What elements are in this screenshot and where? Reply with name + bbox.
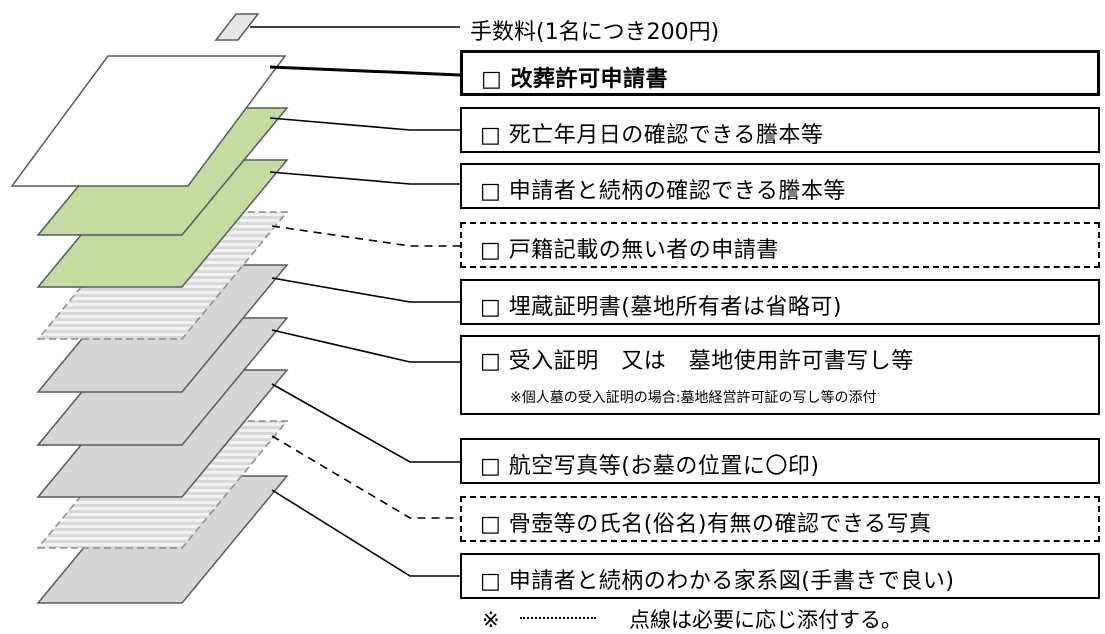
checklist-item-label: □ 埋蔵証明書(墓地所有者は省略可) — [480, 295, 842, 320]
footnote-text: 点線は必要に応じ添付する。 — [628, 608, 902, 632]
leader-line — [271, 435, 460, 519]
checklist-item: □ 骨壺等の氏名(俗名)有無の確認できる写真 — [460, 496, 1100, 542]
leader-line — [269, 65, 460, 77]
checklist-item-label: □ 航空写真等(お墓の位置に〇印) — [480, 454, 820, 479]
fee-label: 手数料(1名につき200円) — [470, 20, 720, 45]
checklist-item: □ 申請者と続柄の確認できる謄本等 — [460, 163, 1100, 209]
checklist-item: □ 埋蔵証明書(墓地所有者は省略可) — [460, 279, 1100, 325]
leader-line — [269, 117, 460, 131]
checklist-item: □ 受入証明 又は 墓地使用許可書写し等 ※個人墓の受入証明の場合:墓地経営許可証… — [460, 335, 1100, 415]
checklist-item-label: □ 戸籍記載の無い者の申請書 — [480, 238, 779, 263]
checklist-item-label: □ 死亡年月日の確認できる謄本等 — [480, 123, 824, 148]
checklist-item: □ 申請者と続柄のわかる家系図(手書きで良い) — [460, 553, 1100, 599]
checklist-item-label: □ 骨壺等の氏名(俗名)有無の確認できる写真 — [480, 512, 932, 537]
checklist-item-label: □ 申請者と続柄のわかる家系図(手書きで良い) — [480, 569, 955, 594]
fee-stamp-icon — [214, 13, 260, 41]
leader-line — [271, 383, 460, 463]
leader-line — [271, 277, 460, 303]
checklist-item-label: □ 改葬許可申請書 — [481, 67, 668, 92]
checklist-item: □ 改葬許可申請書 — [460, 50, 1100, 96]
leader-line — [271, 489, 460, 577]
application-sheet — [10, 55, 287, 187]
dotted-line-sample — [520, 617, 597, 619]
checklist-item: □ 航空写真等(お墓の位置に〇印) — [460, 438, 1100, 484]
leader-line — [269, 171, 460, 185]
leader-line — [271, 329, 460, 363]
footnote-mark: ※ — [482, 608, 500, 632]
checklist-item-note: ※個人墓の受入証明の場合:墓地経営許可証の写し等の添付 — [510, 390, 877, 406]
checklist-item-label: □ 受入証明 又は 墓地使用許可書写し等 — [480, 349, 914, 374]
checklist-item-label: □ 申請者と続柄の確認できる謄本等 — [480, 179, 846, 204]
checklist-item: □ 死亡年月日の確認できる謄本等 — [460, 107, 1100, 153]
footnote: ※ 点線は必要に応じ添付する。 — [482, 604, 902, 634]
leader-line — [271, 225, 460, 247]
checklist-item: □ 戸籍記載の無い者の申請書 — [460, 222, 1100, 268]
document-stack-illustration — [10, 13, 460, 604]
